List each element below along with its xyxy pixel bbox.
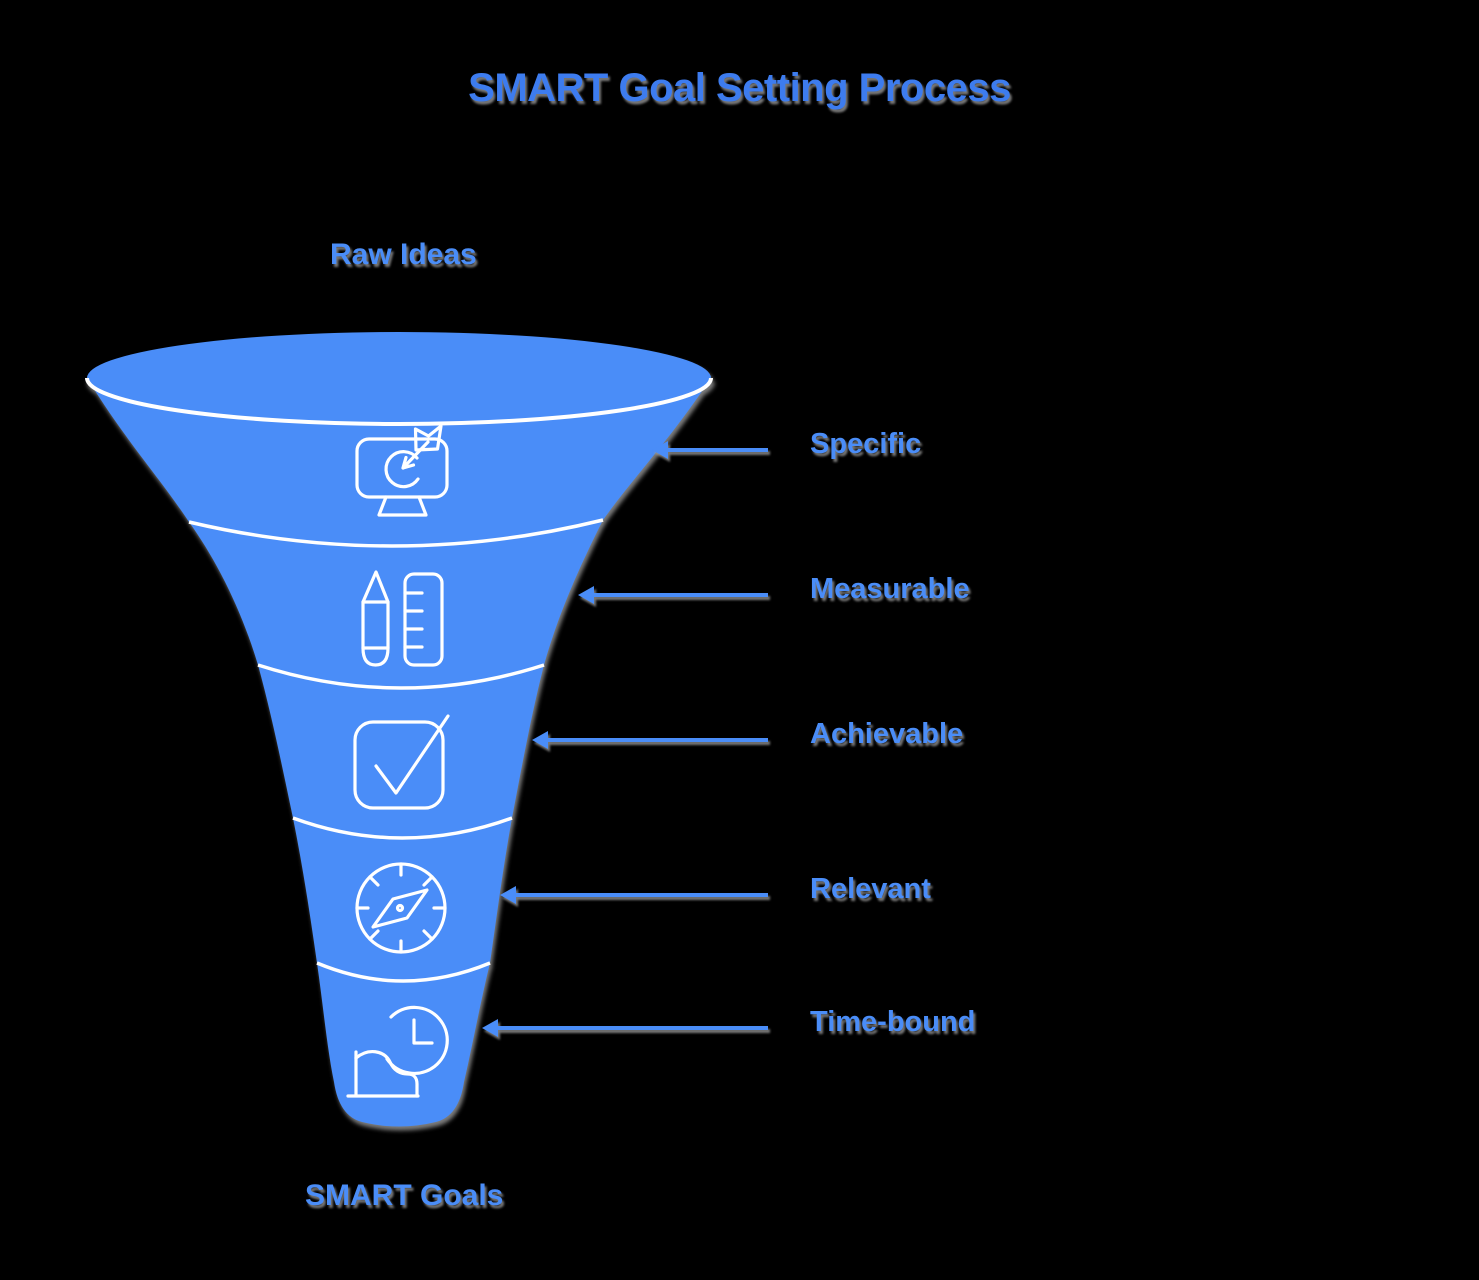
stage-divider-1 xyxy=(188,518,604,548)
stage-divider-2 xyxy=(257,663,545,690)
arrow-achievable xyxy=(532,731,768,749)
funnel-shape xyxy=(85,332,713,1127)
target-monitor-icon xyxy=(355,424,449,517)
stage-label-timebound: Time-bound xyxy=(810,1006,976,1038)
pencil-ruler-icon xyxy=(361,570,444,667)
stage-label-relevant: Relevant xyxy=(810,873,931,905)
checkmark-box-icon xyxy=(353,714,450,810)
stage-divider-3 xyxy=(292,816,513,840)
compass-icon xyxy=(355,862,447,954)
clock-deadline-icon xyxy=(346,1005,449,1098)
stage-label-specific: Specific xyxy=(810,428,922,460)
arrow-relevant xyxy=(500,886,768,904)
stage-label-measurable: Measurable xyxy=(810,573,970,605)
arrow-measurable xyxy=(578,586,768,604)
stage-label-achievable: Achievable xyxy=(810,718,964,750)
funnel-input-label: Raw Ideas xyxy=(330,238,477,271)
arrow-specific xyxy=(652,441,768,459)
page-title: SMART Goal Setting Process xyxy=(468,66,1011,110)
funnel-rim-line xyxy=(85,377,713,426)
stage-arrows xyxy=(482,441,768,1037)
funnel-output-label: SMART Goals xyxy=(305,1179,504,1212)
arrow-timebound xyxy=(482,1019,768,1037)
stage-divider-4 xyxy=(316,961,491,983)
